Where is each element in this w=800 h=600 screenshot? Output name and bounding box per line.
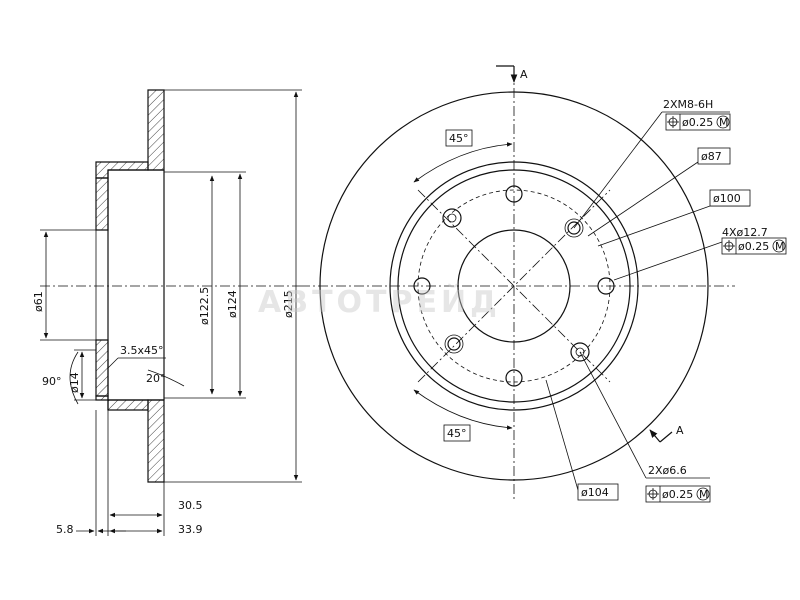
- bolt-tol-frame: [721, 237, 787, 255]
- thread-holes-label: 2XM8-6H: [663, 98, 713, 111]
- thread-hole-outer: [564, 218, 584, 238]
- pin-hole-inner: [447, 213, 457, 223]
- bolt-hole: [505, 185, 523, 203]
- dim-angle-20: 20°: [146, 372, 166, 385]
- dim-d104: ø104: [581, 486, 609, 499]
- hub-flange-top: [95, 177, 109, 231]
- bolt-holes-label: 4Xø12.7: [722, 226, 768, 239]
- side-section-view: ø215 ø124 ø122.5 ø61 ø14 90° 3.5x45° 20°: [32, 89, 302, 536]
- dim-d122-5: ø122.5: [198, 287, 211, 325]
- rotor-ring-bottom: [147, 399, 165, 483]
- dim-d124: ø124: [226, 290, 239, 318]
- front-view: A A 45° 45° 2XM8-6H ø0.25 M ø87 ø100: [300, 65, 787, 503]
- pin-tol: ø0.25: [662, 488, 693, 501]
- hub-flange-bottom: [95, 339, 109, 397]
- pin-hole: [570, 342, 590, 362]
- dim-33-9: 33.9: [178, 523, 203, 536]
- pin-hole: [442, 208, 462, 228]
- bolt-tol-mod: M: [775, 240, 785, 253]
- thread-tol-mod: M: [719, 116, 729, 129]
- dim-d100: ø100: [713, 192, 741, 205]
- section-a-bottom: A: [676, 424, 684, 437]
- thread-hole: [447, 337, 461, 351]
- angle-box-top: [445, 129, 473, 147]
- thread-tol: ø0.25: [682, 116, 713, 129]
- hat-wall-bottom: [95, 395, 149, 411]
- bolt-hole: [597, 277, 615, 295]
- bolt-tol: ø0.25: [738, 240, 769, 253]
- dim-d215: ø215: [282, 290, 295, 318]
- bolt-hole: [505, 369, 523, 387]
- pin-hole-inner: [575, 347, 585, 357]
- watermark: АВТОТРЕЙД: [258, 284, 501, 320]
- thread-hole: [567, 221, 581, 235]
- pin-holes-label: 2Xø6.6: [648, 464, 687, 477]
- dim-30-5: 30.5: [178, 499, 203, 512]
- d104-frame: [577, 483, 619, 501]
- dim-5-8: 5.8: [56, 523, 74, 536]
- angle-box-bottom: [443, 424, 471, 442]
- dim-d61: ø61: [32, 291, 45, 312]
- thread-tol-frame: [665, 113, 731, 131]
- thread-hole-outer: [444, 334, 464, 354]
- angle-bottom: 45°: [447, 427, 467, 440]
- section-a-top: A: [520, 68, 528, 81]
- rotor-ring-top: [147, 89, 165, 171]
- dim-angle-90: 90°: [42, 375, 62, 388]
- pin-tol-mod: M: [699, 488, 709, 501]
- angle-top: 45°: [449, 132, 469, 145]
- dim-chamfer: 3.5x45°: [120, 344, 164, 357]
- bolt-hole: [413, 277, 431, 295]
- d87-frame: [697, 147, 731, 165]
- d100-frame: [709, 189, 751, 207]
- dim-d87: ø87: [701, 150, 722, 163]
- pin-tol-frame: [645, 485, 711, 503]
